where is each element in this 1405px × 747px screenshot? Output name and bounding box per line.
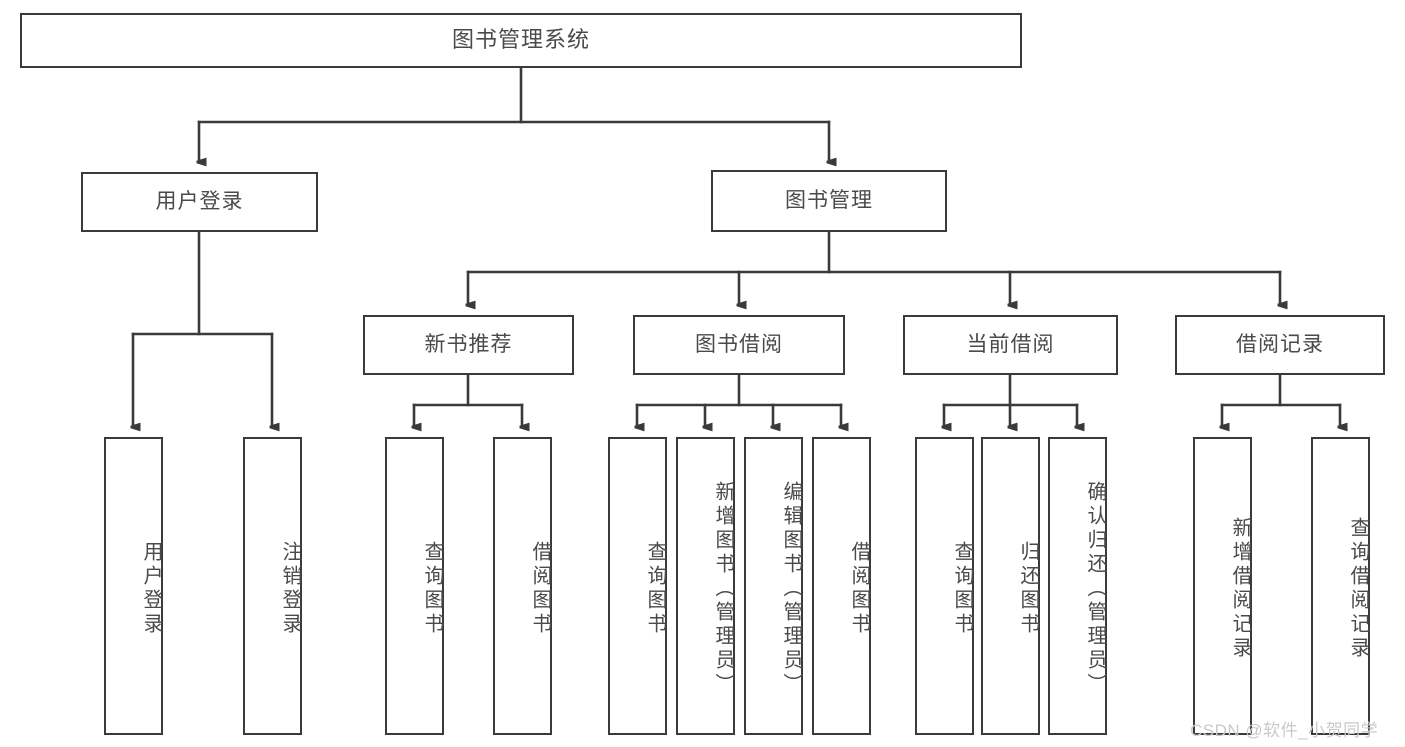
csdn-watermark: CSDN @软件_小贺同学 xyxy=(1190,721,1379,740)
leaf-current-return-book[interactable]: 归还图书 xyxy=(981,437,1040,735)
node-root-system[interactable]: 图书管理系统 xyxy=(20,13,1022,68)
node-label: 用户登录 xyxy=(140,541,162,637)
leaf-borrow-borrow-book[interactable]: 借阅图书 xyxy=(812,437,871,735)
node-user-login[interactable]: 用户登录 xyxy=(81,172,318,232)
node-label: 查询图书 xyxy=(421,541,443,637)
node-label: 确认归还（管理员） xyxy=(1084,481,1106,697)
leaf-newbook-query-book[interactable]: 查询图书 xyxy=(385,437,444,735)
node-label: 查询图书 xyxy=(951,541,973,637)
node-current-borrow[interactable]: 当前借阅 xyxy=(903,315,1118,375)
leaf-user-logout[interactable]: 注销登录 xyxy=(243,437,302,735)
node-book-management[interactable]: 图书管理 xyxy=(711,170,947,232)
leaf-user-login[interactable]: 用户登录 xyxy=(104,437,163,735)
node-label: 用户登录 xyxy=(155,190,244,214)
node-label: 新增图书（管理员） xyxy=(712,481,734,697)
leaf-current-confirm-return-admin[interactable]: 确认归还（管理员） xyxy=(1048,437,1107,735)
node-label: 注销登录 xyxy=(279,541,301,637)
node-borrow-record[interactable]: 借阅记录 xyxy=(1175,315,1385,375)
node-label: 编辑图书（管理员） xyxy=(780,481,802,697)
node-label: 当前借阅 xyxy=(966,333,1055,357)
node-label: 图书借阅 xyxy=(695,333,783,357)
node-label: 新书推荐 xyxy=(424,333,513,357)
leaf-borrow-add-book-admin[interactable]: 新增图书（管理员） xyxy=(676,437,735,735)
node-book-borrow[interactable]: 图书借阅 xyxy=(633,315,845,375)
node-label: 借阅记录 xyxy=(1236,333,1324,357)
leaf-current-query-book[interactable]: 查询图书 xyxy=(915,437,974,735)
node-label: 归还图书 xyxy=(1017,541,1039,637)
leaf-borrow-query-book[interactable]: 查询图书 xyxy=(608,437,667,735)
leaf-borrow-edit-book-admin[interactable]: 编辑图书（管理员） xyxy=(744,437,803,735)
node-label: 新增借阅记录 xyxy=(1229,517,1251,661)
leaf-record-query-record[interactable]: 查询借阅记录 xyxy=(1311,437,1370,735)
node-label: 查询图书 xyxy=(644,541,666,637)
leaf-record-add-record[interactable]: 新增借阅记录 xyxy=(1193,437,1252,735)
node-new-book-recommend[interactable]: 新书推荐 xyxy=(363,315,574,375)
node-label: 借阅图书 xyxy=(529,541,551,637)
node-label: 查询借阅记录 xyxy=(1347,517,1369,661)
node-label: 图书管理 xyxy=(785,189,873,213)
node-label: 图书管理系统 xyxy=(451,27,590,53)
leaf-newbook-borrow-book[interactable]: 借阅图书 xyxy=(493,437,552,735)
node-label: 借阅图书 xyxy=(848,541,870,637)
